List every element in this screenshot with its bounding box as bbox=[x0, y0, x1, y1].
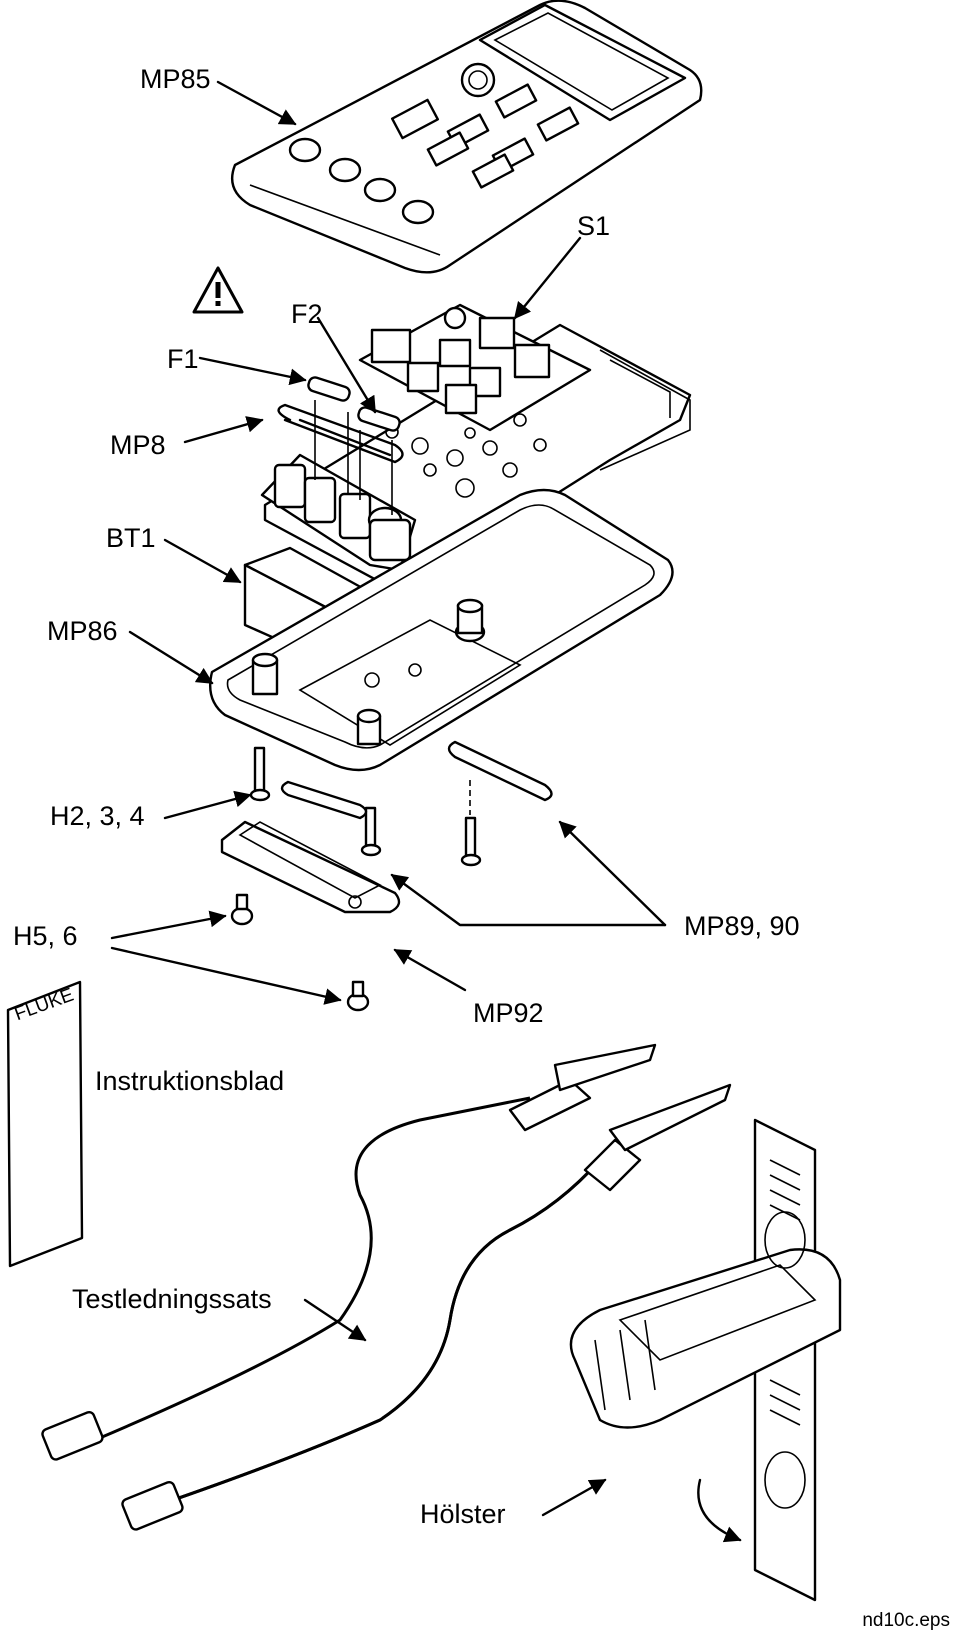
label-holster: Hölster bbox=[420, 1499, 506, 1529]
arrow-icon bbox=[110, 80, 667, 1517]
label-f2: F2 bbox=[291, 299, 323, 329]
label-bt1: BT1 bbox=[106, 523, 156, 553]
label-s1: S1 bbox=[577, 211, 610, 241]
holster bbox=[569, 1118, 842, 1602]
instruction-sheet: FLUKE bbox=[6, 980, 84, 1268]
label-mp86: MP86 bbox=[47, 616, 118, 646]
label-h2-3-4: H2, 3, 4 bbox=[50, 801, 145, 831]
test-leads bbox=[41, 1043, 732, 1531]
screws-h2-h3-h4 bbox=[249, 746, 482, 867]
label-test-leads: Testledningssats bbox=[72, 1284, 272, 1314]
warning-triangle-icon bbox=[192, 266, 244, 314]
input-jacks bbox=[260, 453, 417, 572]
label-mp85: MP85 bbox=[140, 64, 211, 94]
label-mp92: MP92 bbox=[473, 998, 544, 1028]
case-bottom-mp86 bbox=[208, 488, 674, 772]
feet-mp89-mp90 bbox=[280, 740, 553, 820]
label-h5-6: H5, 6 bbox=[13, 921, 78, 951]
label-mp8: MP8 bbox=[110, 430, 166, 460]
front-overlay-mp85 bbox=[230, 0, 703, 274]
fuse-f1 bbox=[307, 376, 351, 402]
tilt-bail-mp92 bbox=[220, 820, 401, 914]
label-mp89-90: MP89, 90 bbox=[684, 911, 800, 941]
label-instruction-sheet: Instruktionsblad bbox=[95, 1066, 284, 1096]
screws-h5-h6 bbox=[230, 893, 370, 1012]
label-f1: F1 bbox=[167, 344, 199, 374]
file-name: nd10c.eps bbox=[862, 1610, 950, 1631]
fuse-f2 bbox=[357, 406, 401, 432]
